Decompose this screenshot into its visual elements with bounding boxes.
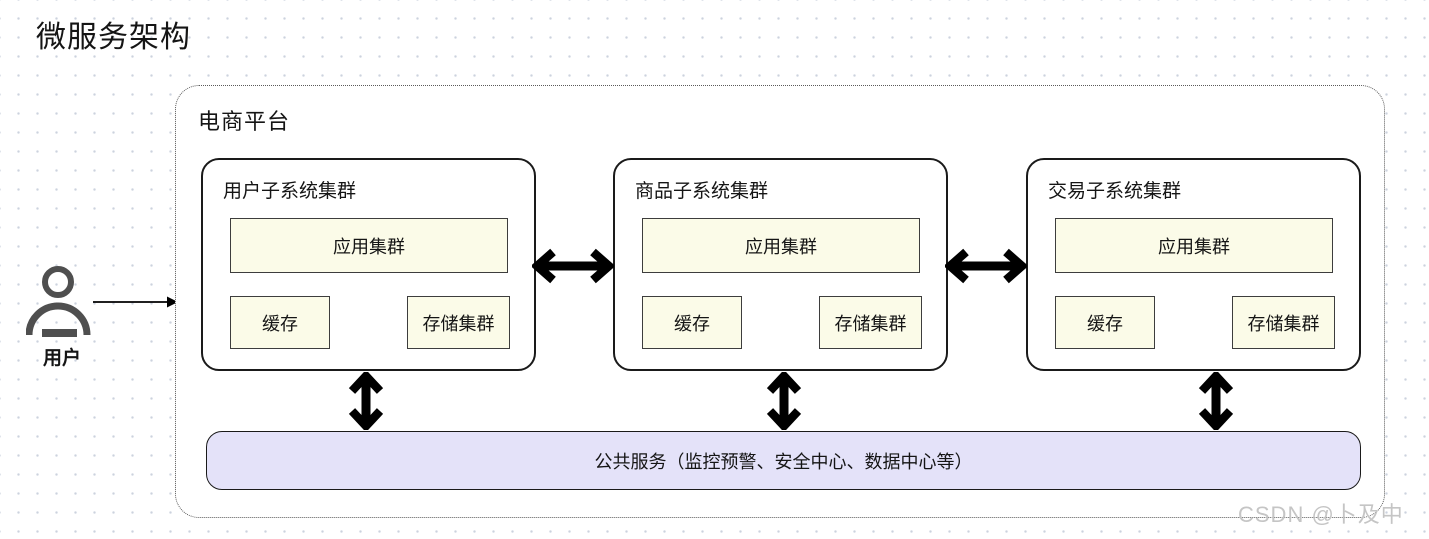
watermark: CSDN @卜及中 [1238,502,1404,527]
subsystem-cluster-user: 用户子系统集群 应用集群 缓存 存储集群 [201,158,536,371]
app-cluster-node: 应用集群 [642,218,920,273]
double-arrow-user-product-icon [532,248,614,284]
subsystem-cluster-trade: 交易子系统集群 应用集群 缓存 存储集群 [1026,158,1361,371]
platform-label: 电商平台 [198,109,291,134]
storage-cluster-node: 存储集群 [407,296,510,349]
diagram-title: 微服务架构 [36,21,191,54]
platform-container: 电商平台 用户子系统集群 应用集群 缓存 存储集群 商品子系统集群 应用集群 缓… [175,85,1385,518]
user-icon [26,266,91,337]
shared-services-bar: 公共服务（监控预警、安全中心、数据中心等） [206,431,1361,490]
double-arrow-user-shared-icon [348,372,384,430]
user-label: 用户 [42,348,81,369]
cache-node: 缓存 [230,296,330,349]
user-to-platform-arrow-icon [93,296,178,308]
app-cluster-node: 应用集群 [230,218,508,273]
cache-node: 缓存 [1055,296,1155,349]
app-cluster-node: 应用集群 [1055,218,1333,273]
shared-services-label: 公共服务（监控预警、安全中心、数据中心等） [594,451,973,472]
subsystem-cluster-product: 商品子系统集群 应用集群 缓存 存储集群 [613,158,948,371]
storage-cluster-node: 存储集群 [1232,296,1335,349]
cluster-label: 用户子系统集群 [223,181,357,202]
double-arrow-product-trade-icon [945,248,1027,284]
cluster-label: 交易子系统集群 [1048,181,1182,202]
double-arrow-product-shared-icon [766,372,802,430]
storage-cluster-node: 存储集群 [819,296,922,349]
cache-node: 缓存 [642,296,742,349]
double-arrow-trade-shared-icon [1198,372,1234,430]
cluster-label: 商品子系统集群 [635,181,769,202]
